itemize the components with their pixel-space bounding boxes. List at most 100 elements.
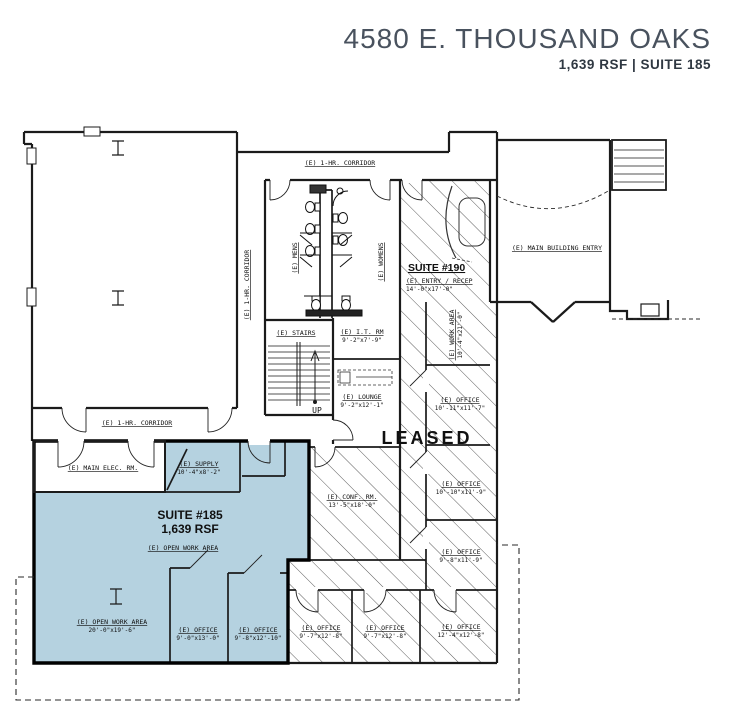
door-gap xyxy=(434,587,456,593)
door-gap xyxy=(315,444,335,450)
toilet-icon xyxy=(332,234,348,246)
reception-furniture xyxy=(458,197,486,247)
column-icon xyxy=(110,588,122,605)
door-leaf xyxy=(189,549,263,574)
door-gap xyxy=(423,370,429,392)
door-gap xyxy=(296,587,318,593)
door-gap xyxy=(58,437,84,445)
door-gap xyxy=(208,405,232,411)
label-office-b1: (E) OFFICE xyxy=(178,626,217,634)
label-office-b3: (E) OFFICE xyxy=(301,624,340,632)
restroom-fixtures xyxy=(299,184,363,317)
shower-arc xyxy=(332,190,349,207)
toilet-icon xyxy=(305,245,321,257)
toilet-icon xyxy=(305,201,321,213)
walls-outer xyxy=(22,130,670,665)
lounge-counter xyxy=(337,369,393,386)
plan-labels: (E) 1-HR. CORRIDOR (E) 1-HR. CORRIDOR (E… xyxy=(68,159,602,642)
door-gap xyxy=(270,177,290,183)
stair-rails xyxy=(296,342,301,406)
label-lounge-dim: 9'-2"x12'-1" xyxy=(340,402,383,409)
label-office-b2-dim: 9'-8"x12'-10" xyxy=(235,635,282,642)
main-elec-room-walls xyxy=(33,440,166,493)
stairs-detail xyxy=(268,342,330,406)
door-arc xyxy=(332,419,354,441)
suite-185-boundary xyxy=(32,439,311,665)
label-entry-recep-dim: 14'-0"x17'-0" xyxy=(406,286,453,293)
stair-treads xyxy=(268,345,330,401)
door-arc xyxy=(369,179,391,201)
label-open-work-area: (E) OPEN WORK AREA xyxy=(148,544,219,552)
label-work-area-group: (E) WORK AREA 10'-4"x21'-0" xyxy=(448,309,464,360)
door-gap xyxy=(62,405,86,411)
window-notches xyxy=(26,126,101,307)
label-supply-dim: 10'-4"x8'-2" xyxy=(177,469,220,476)
reception-dashed xyxy=(451,257,473,263)
label-office-r2: (E) OFFICE xyxy=(441,480,480,488)
toilet-icon xyxy=(305,223,321,235)
label-office-b5-dim: 12'-4"x12'-8" xyxy=(438,632,485,639)
restroom-counter xyxy=(305,309,363,317)
label-mens: (E) MENS xyxy=(291,242,299,273)
wall-segment xyxy=(22,130,670,665)
leased-hatched-area xyxy=(288,180,497,663)
flyer-header: 4580 E. THOUSAND OAKS 1,639 RSF | SUITE … xyxy=(343,23,712,72)
label-suite-190: SUITE #190 xyxy=(408,262,465,274)
exterior-step xyxy=(640,303,660,317)
stall-walls xyxy=(299,232,353,297)
label-suite-185-rsf: 1,639 RSF xyxy=(161,522,218,536)
reception-curve xyxy=(445,185,457,259)
label-open-work-area-2-dim: 20'-0"x19'-6" xyxy=(89,627,136,634)
door-gap xyxy=(402,177,422,183)
page-subtitle: 1,639 RSF | SUITE 185 xyxy=(558,56,711,72)
door-arc xyxy=(127,440,155,468)
restroom-vanity xyxy=(309,184,327,194)
door-arc xyxy=(363,589,387,613)
label-open-work-area-2: (E) OPEN WORK AREA xyxy=(77,618,148,626)
door-swings xyxy=(57,179,457,613)
label-work-area-dim: 10'-4"x21'-0" xyxy=(457,312,464,359)
door-gap xyxy=(364,587,386,593)
dashed-lines xyxy=(15,189,702,701)
suite-185-area xyxy=(34,441,309,663)
label-corridor-mid: (E) 1-HR. CORRIDOR xyxy=(102,419,173,427)
door-arc xyxy=(295,589,319,613)
column-icon xyxy=(112,290,124,306)
toilet-icon xyxy=(341,295,351,311)
label-leased: LEASED xyxy=(381,428,472,448)
main-elec-room xyxy=(34,441,165,492)
up-arrow-base xyxy=(313,400,317,404)
patio-dashed-outline xyxy=(15,544,520,701)
window-notch xyxy=(26,287,37,307)
door-gap xyxy=(128,437,154,445)
door-gap xyxy=(423,452,429,474)
columns xyxy=(110,140,124,605)
label-corridor-left: (E) 1-HR. CORRIDOR xyxy=(243,250,251,321)
label-office-b5: (E) OFFICE xyxy=(441,623,480,631)
label-office-b3-dim: 9'-7"x12'-8" xyxy=(299,633,342,640)
page-title: 4580 E. THOUSAND OAKS xyxy=(343,23,711,54)
door-gap xyxy=(330,420,336,440)
label-main-entry: (E) MAIN BUILDING ENTRY xyxy=(512,244,602,252)
label-up: UP xyxy=(312,406,322,415)
label-office-b2: (E) OFFICE xyxy=(238,626,277,634)
door-arc xyxy=(401,179,423,201)
label-office-r1-dim: 10'-11"x11'-7" xyxy=(435,405,486,412)
label-it-rm-dim: 9'-2"x7'-9" xyxy=(342,337,382,344)
label-conf-rm-dim: 13'-5"x18'-0" xyxy=(329,502,376,509)
door-arc xyxy=(207,407,233,433)
label-office-b4-dim: 9'-7"x12'-8" xyxy=(363,633,406,640)
window-notch xyxy=(83,126,101,137)
door-leaf xyxy=(409,369,427,544)
label-office-r1: (E) OFFICE xyxy=(440,396,479,404)
entry-vestibule xyxy=(611,139,667,317)
door-arc xyxy=(61,407,87,433)
label-office-r3-dim: 9'-8"x11'-9" xyxy=(439,557,482,564)
label-stairs: (E) STAIRS xyxy=(276,329,315,337)
label-main-elec: (E) MAIN ELEC. RM. xyxy=(68,464,138,472)
counter-sink xyxy=(339,371,351,384)
label-supply: (E) SUPPLY xyxy=(179,460,218,468)
label-office-r2-dim: 10'-10"x11'-9" xyxy=(436,489,487,496)
reception-desk xyxy=(445,185,486,263)
